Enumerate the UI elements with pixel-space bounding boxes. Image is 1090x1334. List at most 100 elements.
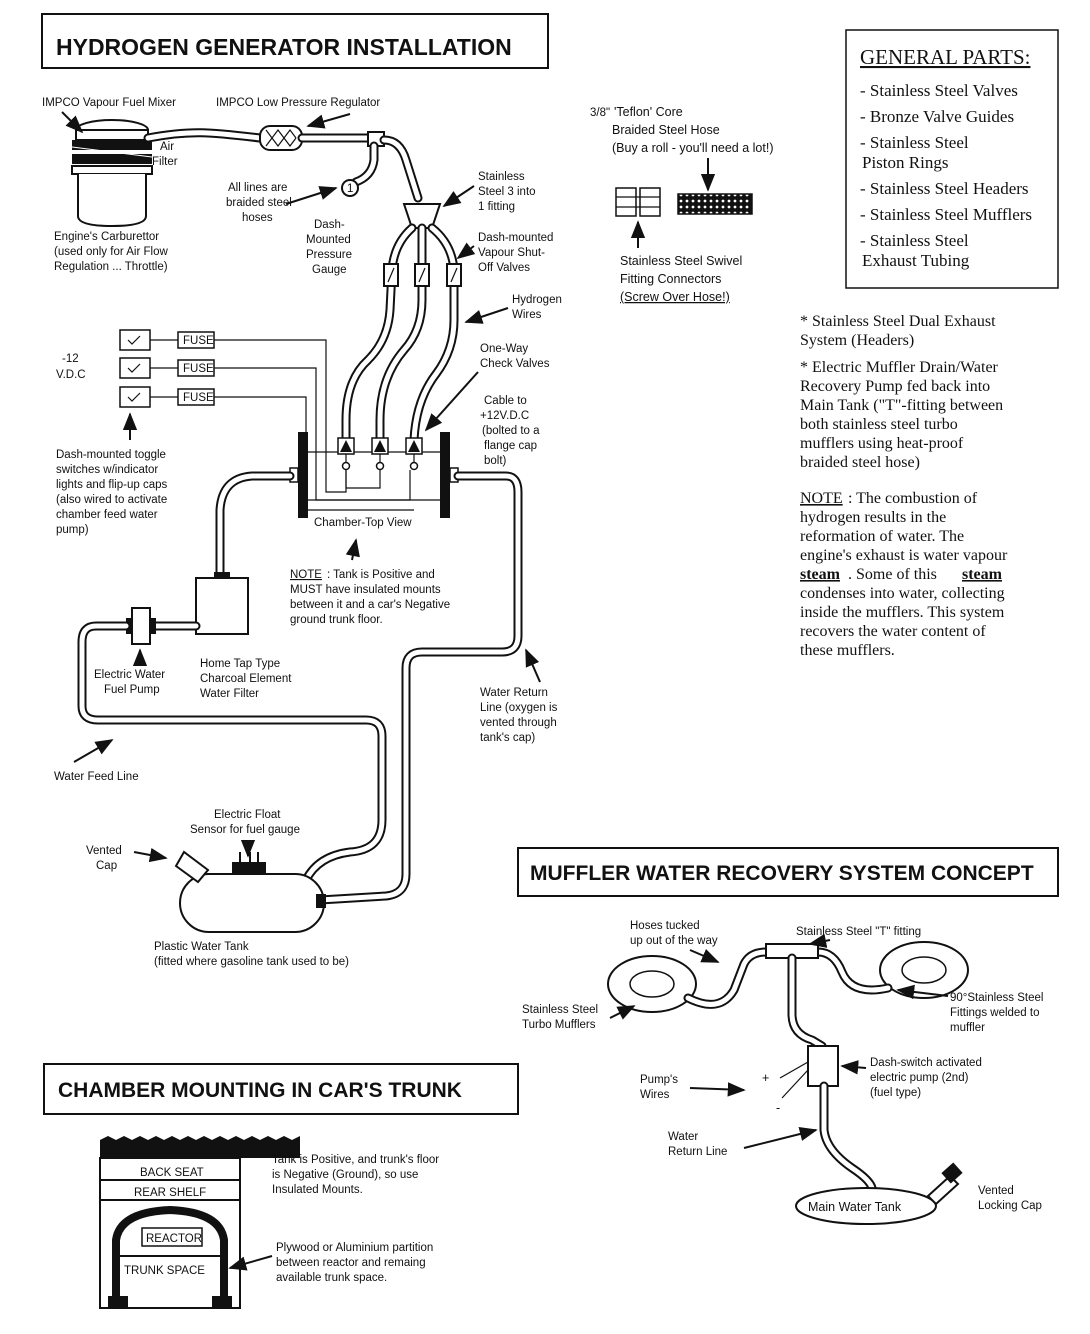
return-line-label: vented through: [480, 717, 557, 729]
right-notes: * Stainless Steel Dual Exhaust System (H…: [800, 313, 1008, 659]
note-line: braided steel hose): [800, 454, 920, 471]
pump-label: Electric Water: [94, 669, 165, 681]
note-line: System (Headers): [800, 332, 914, 349]
hydrogen-wires-label: Wires: [512, 309, 542, 321]
swivel-label: Fitting Connectors: [620, 272, 721, 286]
shutoff-label: Off Valves: [478, 262, 530, 274]
air-filter-label: Filter: [152, 156, 178, 168]
return-line-label: Line (oxygen is: [480, 702, 558, 714]
tank-note: MUST have insulated mounts: [290, 584, 441, 596]
fuse-label: FUSE: [183, 392, 214, 404]
turbo-label: Stainless Steel: [522, 1004, 598, 1016]
toggle-switch[interactable]: [119, 357, 151, 379]
pump-wires-label: Pump's: [640, 1074, 678, 1086]
water-pump: [131, 607, 151, 645]
reactor-label: REACTOR: [146, 1233, 202, 1245]
note-line: mufflers using heat-proof: [800, 435, 964, 452]
dash-pump-label: electric pump (2nd): [870, 1072, 969, 1084]
hose-legend: 3/8" 'Teflon' Core Braided Steel Hose (B…: [590, 105, 774, 304]
note-line: : The combustion of: [848, 490, 978, 507]
tank-label: (fitted where gasoline tank used to be): [154, 956, 349, 968]
fuse-label: FUSE: [183, 363, 214, 375]
general-parts-box: GENERAL PARTS: - Stainless Steel Valves …: [845, 29, 1059, 289]
regulator-label: IMPCO Low Pressure Regulator: [216, 97, 380, 109]
note-steam: steam: [800, 566, 841, 583]
feed-line-label: Water Feed Line: [54, 771, 139, 783]
dash-pump-label: (fuel type): [870, 1087, 921, 1099]
fuse-icon: [177, 388, 215, 406]
voltage-label: V.D.C: [56, 369, 86, 381]
trunk-note: Tank is Positive, and trunk's floor: [272, 1154, 439, 1166]
note-line: * Electric Muffler Drain/Water: [800, 359, 999, 376]
note-line: hydrogen results in the: [800, 509, 946, 526]
hose-label: (Buy a roll - you'll need a lot!): [612, 141, 774, 155]
general-part-item: - Stainless Steel Valves: [860, 81, 1018, 100]
chamber-top-label: Chamber-Top View: [314, 517, 412, 529]
tank-label: Plastic Water Tank: [154, 941, 249, 953]
fittings-label: 90°Stainless Steel: [950, 992, 1043, 1004]
note-line: both stainless steel turbo: [800, 416, 958, 433]
cable-label: bolt): [484, 455, 507, 467]
plus-sign: +: [762, 1071, 769, 1085]
return-line-label: Water Return: [480, 687, 548, 699]
pressure-regulator: [259, 125, 303, 151]
gauge-label: Dash-: [314, 219, 345, 231]
main-tank-label: Main Water Tank: [808, 1200, 902, 1214]
general-part-item: - Stainless Steel Mufflers: [860, 205, 1032, 224]
filter-label: Water Filter: [200, 688, 259, 700]
water-filter: [195, 577, 249, 635]
note-steam: steam: [962, 566, 1003, 583]
tank-note: ground trunk floor.: [290, 614, 383, 626]
fitting-label: 1 fitting: [478, 201, 515, 213]
locking-cap-label: Locking Cap: [978, 1200, 1042, 1212]
toggle-label: Dash-mounted toggle: [56, 449, 166, 461]
lines-label: hoses: [242, 212, 273, 224]
note-line: inside the mufflers. This system: [800, 604, 1005, 621]
shutoff-valve-icon: [414, 263, 430, 287]
filter-label: Home Tap Type: [200, 658, 280, 670]
main-title-box: HYDROGEN GENERATOR INSTALLATION: [41, 13, 549, 69]
back-seat-label: BACK SEAT: [140, 1167, 204, 1179]
cable-label: +12V.D.C: [480, 410, 529, 422]
vented-locking-cap: [941, 1162, 963, 1184]
check-valve-icon: [405, 437, 423, 471]
general-part-item: Piston Rings: [862, 153, 948, 172]
gauge-label: Gauge: [312, 264, 347, 276]
hoses-label: Hoses tucked: [630, 920, 700, 932]
general-part-item: - Stainless Steel Headers: [860, 179, 1029, 198]
hose-fraction: 3/8": [590, 107, 610, 119]
braided-hose-icon: [677, 193, 753, 215]
hose-label: Braided Steel Hose: [612, 123, 720, 137]
hose-label: 'Teflon' Core: [614, 105, 683, 119]
note-heading: NOTE: [800, 490, 843, 507]
fitting-label: Stainless: [478, 171, 525, 183]
trunk-note: Insulated Mounts.: [272, 1184, 363, 1196]
rear-shelf-label: REAR SHELF: [134, 1187, 206, 1199]
fuse-label: FUSE: [183, 335, 214, 347]
voltage-label: -12: [62, 353, 79, 365]
trunk-space-label: TRUNK SPACE: [124, 1265, 205, 1277]
fitting-label: Steel 3 into: [478, 186, 536, 198]
gauge-label: Pressure: [306, 249, 352, 261]
return-line-muffler-label: Water: [668, 1131, 698, 1143]
return-line-label: tank's cap): [480, 732, 535, 744]
trunk-note: is Negative (Ground), so use: [272, 1169, 418, 1181]
turbo-muffler-right: [879, 941, 969, 999]
fittings-label: muffler: [950, 1022, 985, 1034]
cable-label: Cable to: [484, 395, 527, 407]
note-line: Main Tank ("T"-fitting between: [800, 397, 1003, 414]
t-fitting-label: Stainless Steel "T" fitting: [796, 926, 921, 938]
trunk-note: Plywood or Aluminium partition: [276, 1242, 433, 1254]
toggle-switch[interactable]: [119, 329, 151, 351]
float-sensor-label: Electric Float: [214, 809, 281, 821]
tank-note: : Tank is Positive and: [327, 569, 435, 581]
toggle-switch[interactable]: [119, 386, 151, 408]
trunk-drawing: [99, 1136, 308, 1309]
lines-label: braided steel: [226, 197, 292, 209]
trunk-note: between reactor and remaing: [276, 1257, 426, 1269]
turbo-muffler-left: [607, 955, 697, 1013]
plastic-water-tank: [174, 850, 326, 933]
check-valve-icon: [371, 437, 389, 471]
cable-label: (bolted to a: [482, 425, 540, 437]
